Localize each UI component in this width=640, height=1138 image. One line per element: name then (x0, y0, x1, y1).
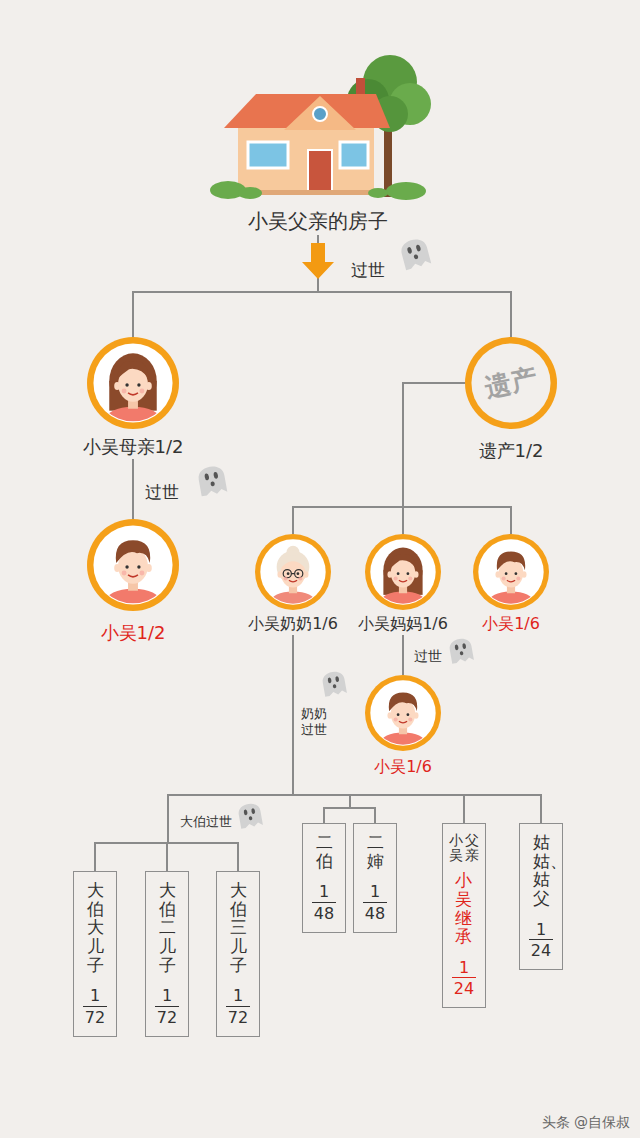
share-numerator: 1 (459, 958, 469, 977)
heir-box: 小吴父亲小吴继承 124 (442, 823, 487, 1008)
connector-line (318, 235, 511, 337)
share-numerator: 1 (233, 986, 243, 1005)
heir-name: 小吴父亲 (449, 833, 480, 865)
node-text: 小吴1/6 (482, 614, 540, 635)
share-numerator: 1 (370, 882, 380, 901)
connector-line (403, 383, 465, 534)
heir-name: 姑姑、姑父 (533, 833, 550, 908)
node-text: 小吴1/2 (101, 621, 166, 645)
person-circle: 小吴1/6 (473, 534, 549, 635)
connector-line (132, 459, 134, 519)
edge-label: 过世 (349, 259, 387, 282)
heir-name: 大伯三儿子 (230, 881, 247, 974)
share-numerator: 1 (319, 882, 329, 901)
share-denominator: 48 (363, 902, 387, 923)
heir-name: 大伯大儿子 (87, 881, 104, 974)
person-circle: 小吴妈妈1/6 (358, 534, 448, 635)
connector-line (402, 635, 404, 675)
connector-line (168, 635, 293, 871)
person-circle: 小吴奶奶1/6 (248, 534, 338, 635)
connector-line (293, 383, 465, 534)
share-denominator: 24 (529, 939, 553, 960)
avatar-circle (365, 534, 441, 610)
share-denominator: 72 (226, 1006, 250, 1027)
heir-name: 小吴继承 (455, 871, 472, 946)
edge-label: 过世 (412, 648, 444, 666)
ghost-icon (237, 802, 263, 829)
avatar-drawing (365, 675, 441, 751)
heir-name: 二伯 (316, 833, 333, 870)
heir-box: 二伯 148 (302, 823, 346, 933)
connector-line (293, 635, 541, 823)
avatar-circle (473, 534, 549, 610)
down-arrow (302, 243, 334, 279)
avatar-drawing (87, 337, 179, 429)
ghost-icon (399, 237, 431, 270)
connector-line (167, 635, 293, 871)
share-denominator: 48 (312, 902, 336, 923)
avatar-circle (87, 519, 179, 611)
share-denominator: 72 (83, 1006, 107, 1027)
avatar-circle: 遗产 (465, 337, 557, 429)
edge-label: 奶奶过世 (298, 706, 329, 739)
share-numerator: 1 (536, 920, 546, 939)
node-text: 小吴母亲1/2 (83, 435, 184, 459)
share-numerator: 1 (90, 986, 100, 1005)
avatar-circle (365, 675, 441, 751)
edge-label: 大伯过世 (178, 813, 234, 831)
house-illustration (198, 52, 438, 204)
avatar-circle (87, 337, 179, 429)
avatar-drawing (87, 519, 179, 611)
heir-box: 大伯三儿子 172 (216, 871, 260, 1037)
share-denominator: 24 (452, 977, 476, 998)
avatar-drawing (473, 534, 549, 610)
ghost-icon (321, 670, 347, 697)
edge-label: 过世 (143, 481, 181, 504)
node-text: 小吴奶奶1/6 (248, 614, 338, 635)
connector-line (95, 635, 293, 871)
person-circle: 小吴母亲1/2 (83, 337, 184, 459)
person-circle: 遗产遗产1/2 (465, 337, 557, 463)
heir-box: 大伯大儿子 172 (73, 871, 117, 1037)
heir-name: 二婶 (367, 833, 384, 870)
watermark: 头条 @自保叔 (542, 1114, 630, 1132)
house-node: 小吴父亲的房子 (198, 52, 438, 235)
ghost-icon (197, 465, 227, 497)
heir-box: 二婶 148 (353, 823, 397, 933)
avatar-circle (255, 534, 331, 610)
node-text: 小吴父亲的房子 (248, 208, 388, 235)
node-text: 小吴妈妈1/6 (358, 614, 448, 635)
share-numerator: 1 (162, 986, 172, 1005)
heir-name: 大伯二儿子 (159, 881, 176, 974)
ghost-icons (197, 237, 474, 829)
heir-box: 大伯二儿子 172 (145, 871, 189, 1037)
heir-box: 姑姑、姑父 124 (519, 823, 563, 970)
person-circle: 小吴1/6 (365, 675, 441, 778)
person-circle: 小吴1/2 (87, 519, 179, 645)
share-denominator: 72 (155, 1006, 179, 1027)
house-illustration (210, 55, 431, 200)
avatar-drawing (365, 534, 441, 610)
node-text: 小吴1/6 (374, 757, 432, 778)
node-text: 遗产1/2 (479, 439, 544, 463)
ghost-icon (448, 637, 474, 664)
connector-line (133, 235, 318, 337)
avatar-drawing (255, 534, 331, 610)
